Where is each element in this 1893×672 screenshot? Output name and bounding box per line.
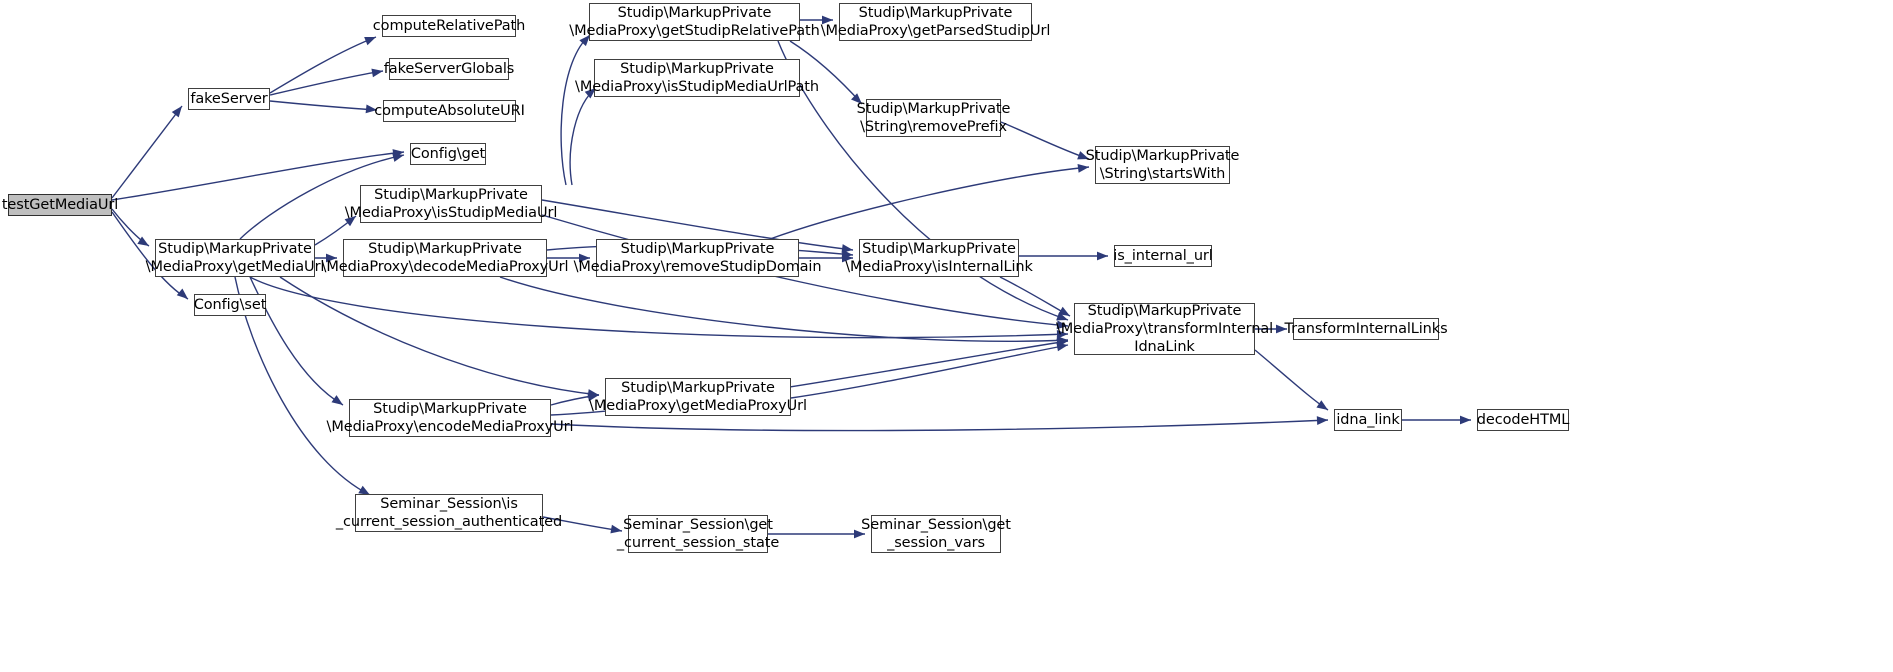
graph-node-isStudipMediaUrl[interactable]: Studip\MarkupPrivate \MediaProxy\isStudi… xyxy=(345,185,557,223)
graph-node-label: Studip\MarkupPrivate \MediaProxy\encodeM… xyxy=(326,401,574,435)
graph-node-label: Seminar_Session\is _current_session_auth… xyxy=(335,496,563,530)
graph-node-TransformInternalLinks[interactable]: TransformInternalLinks xyxy=(1284,318,1448,340)
graph-node-label: Studip\MarkupPrivate \String\removePrefi… xyxy=(856,101,1011,135)
graph-node-idna_link[interactable]: idna_link xyxy=(1334,409,1402,431)
graph-node-label: computeRelativePath xyxy=(372,18,526,34)
call-edge xyxy=(769,166,1090,240)
graph-node-transformInternalIdnaLink[interactable]: Studip\MarkupPrivate \MediaProxy\transfo… xyxy=(1056,303,1273,355)
edge-arrowhead xyxy=(392,149,404,158)
call-edge xyxy=(560,34,591,186)
graph-node-decodeMediaProxyUrl[interactable]: Studip\MarkupPrivate \MediaProxy\decodeM… xyxy=(322,239,569,277)
call-edge xyxy=(1254,349,1329,411)
graph-node-label: Config\set xyxy=(193,297,267,313)
graph-node-label: Studip\MarkupPrivate \MediaProxy\decodeM… xyxy=(321,241,569,275)
graph-node-label: Studip\MarkupPrivate \MediaProxy\getMedi… xyxy=(145,241,325,275)
graph-node-label: Seminar_Session\get _current_session_sta… xyxy=(616,517,780,551)
graph-node-label: Studip\MarkupPrivate \MediaProxy\getMedi… xyxy=(589,380,807,414)
graph-node-testGetMediaUrl[interactable]: testGetMediaUrl xyxy=(2,194,118,216)
graph-node-is_current_session_authenticated[interactable]: Seminar_Session\is _current_session_auth… xyxy=(336,494,562,532)
call-edge xyxy=(550,419,1329,432)
call-edge xyxy=(269,36,377,94)
graph-node-computeAbsoluteURI[interactable]: computeAbsoluteURI xyxy=(374,100,525,122)
graph-node-label: fakeServer xyxy=(190,91,268,107)
graph-node-label: Config\get xyxy=(410,146,486,162)
call-edge xyxy=(111,105,183,199)
graph-node-removePrefix[interactable]: Studip\MarkupPrivate \String\removePrefi… xyxy=(857,99,1010,137)
graph-node-label: fakeServerGlobals xyxy=(383,61,515,77)
call-edge xyxy=(269,70,384,96)
graph-node-label: Studip\MarkupPrivate \MediaProxy\transfo… xyxy=(1055,303,1274,355)
graph-node-ConfigGet[interactable]: Config\get xyxy=(410,143,486,165)
graph-node-removeStudipDomain[interactable]: Studip\MarkupPrivate \MediaProxy\removeS… xyxy=(574,239,822,277)
call-edge xyxy=(790,344,1069,399)
graph-node-encodeMediaProxyUrl[interactable]: Studip\MarkupPrivate \MediaProxy\encodeM… xyxy=(327,399,574,437)
graph-node-isInternalLink[interactable]: Studip\MarkupPrivate \MediaProxy\isInter… xyxy=(845,239,1033,277)
graph-node-is_internal_url[interactable]: is_internal_url xyxy=(1113,245,1213,267)
graph-node-getMediaUrl[interactable]: Studip\MarkupPrivate \MediaProxy\getMedi… xyxy=(146,239,324,277)
edge-arrowhead xyxy=(176,288,188,299)
graph-node-label: Studip\MarkupPrivate \MediaProxy\isInter… xyxy=(845,241,1033,275)
graph-node-fakeServer[interactable]: fakeServer xyxy=(188,88,270,110)
call-edge xyxy=(499,276,1069,342)
call-edge xyxy=(1000,121,1090,160)
graph-node-getStudipRelativePath[interactable]: Studip\MarkupPrivate \MediaProxy\getStud… xyxy=(569,3,820,41)
edge-arrowhead xyxy=(392,153,404,162)
graph-node-decodeHTML[interactable]: decodeHTML xyxy=(1477,409,1569,431)
graph-node-ConfigSet[interactable]: Config\set xyxy=(194,294,266,316)
graph-node-label: decodeHTML xyxy=(1476,412,1570,428)
graph-node-getParsedStudipUrl[interactable]: Studip\MarkupPrivate \MediaProxy\getPars… xyxy=(821,3,1050,41)
graph-node-label: Studip\MarkupPrivate \MediaProxy\getStud… xyxy=(569,5,820,39)
edge-arrowhead xyxy=(1316,400,1328,410)
call-edge xyxy=(279,276,600,396)
graph-node-get_current_session_state[interactable]: Seminar_Session\get _current_session_sta… xyxy=(617,515,779,553)
graph-node-label: testGetMediaUrl xyxy=(1,197,119,213)
call-edge xyxy=(777,40,1069,321)
call-edge xyxy=(111,208,150,247)
graph-node-label: Studip\MarkupPrivate \MediaProxy\isStudi… xyxy=(575,61,819,95)
edge-arrowhead xyxy=(1097,251,1108,261)
graph-node-label: Seminar_Session\get _session_vars xyxy=(861,517,1011,551)
graph-node-get_session_vars[interactable]: Seminar_Session\get _session_vars xyxy=(861,515,1011,553)
graph-node-startsWith[interactable]: Studip\MarkupPrivate \String\startsWith xyxy=(1086,146,1239,184)
graph-node-label: computeAbsoluteURI xyxy=(374,103,525,119)
call-edge xyxy=(569,87,597,186)
edge-arrowhead xyxy=(1316,416,1328,425)
graph-node-isStudipMediaUrlPath[interactable]: Studip\MarkupPrivate \MediaProxy\isStudi… xyxy=(575,59,819,97)
graph-node-getMediaProxyUrl[interactable]: Studip\MarkupPrivate \MediaProxy\getMedi… xyxy=(589,378,807,416)
graph-node-label: TransformInternalLinks xyxy=(1284,321,1448,337)
graph-node-label: Studip\MarkupPrivate \MediaProxy\isStudi… xyxy=(344,187,558,221)
graph-node-computeRelativePath[interactable]: computeRelativePath xyxy=(373,15,525,37)
graph-node-fakeServerGlobals[interactable]: fakeServerGlobals xyxy=(384,58,514,80)
edge-arrowhead xyxy=(371,68,383,78)
graph-node-label: Studip\MarkupPrivate \MediaProxy\removeS… xyxy=(573,241,822,275)
graph-node-label: Studip\MarkupPrivate \String\startsWith xyxy=(1085,148,1240,182)
call-edge xyxy=(269,100,378,111)
call-edge xyxy=(249,276,1069,339)
graph-node-label: is_internal_url xyxy=(1113,248,1213,264)
graph-node-label: Studip\MarkupPrivate \MediaProxy\getPars… xyxy=(820,5,1051,39)
edge-arrowhead xyxy=(171,106,182,118)
graph-node-label: idna_link xyxy=(1336,412,1400,428)
edge-arrowhead xyxy=(1460,415,1471,425)
